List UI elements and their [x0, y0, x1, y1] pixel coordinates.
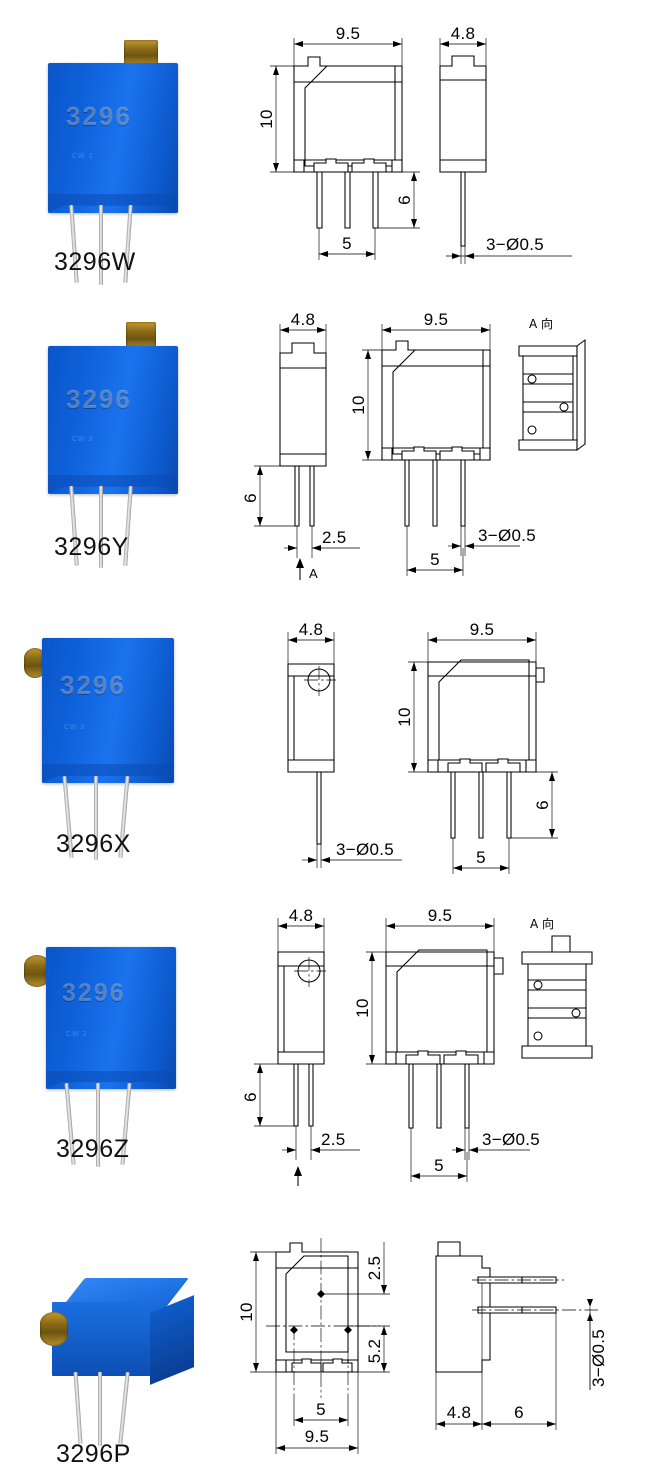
dim-depth-4-8: 4.8 [291, 310, 316, 329]
lead-pin [98, 1372, 102, 1446]
dim-height-10: 10 [237, 1302, 256, 1322]
dim-width-9-5: 9.5 [336, 24, 361, 43]
dim-height-10: 10 [395, 707, 414, 727]
dim-lead-length-6: 6 [241, 1092, 260, 1102]
lead-pin [96, 1083, 100, 1167]
dim-pitch-5: 5 [342, 234, 352, 253]
lead-pin [99, 486, 103, 568]
drawing-3296z-a-direction-view: A 向 [508, 910, 618, 1090]
dim-height-10: 10 [257, 109, 276, 129]
dim-pitch-5: 5 [476, 848, 486, 867]
dim-pitch-5: 5 [316, 1400, 326, 1419]
dim-width-9-5: 9.5 [424, 310, 449, 329]
drawing-3296x-front-view: 9.5 10 6 5 [395, 612, 600, 882]
variant-label: 3296W [54, 248, 136, 276]
dim-width-9-5: 9.5 [428, 906, 453, 925]
variant-row-3296p: 3296P 10 [0, 1190, 650, 1475]
potentiometer-body: 3296 CW 2 [46, 947, 176, 1089]
dim-depth-4-8: 4.8 [447, 1403, 472, 1422]
dim-lead-length-6: 6 [533, 800, 552, 810]
drawing-3296p-front-view: 10 2.5 5.2 5 9.5 [230, 1230, 430, 1465]
dim-lead-length-6: 6 [241, 493, 260, 503]
a-direction-title: A 向 [530, 916, 554, 931]
drawing-3296w-side-view: 4.8 3−Ø0.5 [420, 24, 620, 268]
drawing-3296z-front-view: 9.5 10 3−Ø0.5 [353, 904, 540, 1189]
lead-pin [73, 1371, 83, 1445]
dim-pitch-5: 5 [430, 550, 440, 569]
body-marking: 3296 [66, 384, 132, 414]
potentiometer-body: 3296 CW 2 [42, 638, 174, 783]
body-submarking: CW 2 [72, 153, 94, 160]
dim-lead-dia-note: 3−Ø0.5 [336, 840, 394, 859]
body-marking: 3296 [60, 670, 126, 700]
drawing-3296p-side-view: 3−Ø0.5 4.8 6 [418, 1230, 643, 1465]
lead-pin [118, 1371, 130, 1445]
body-submarking: CW 2 [66, 1031, 88, 1038]
lead-pin [94, 776, 98, 860]
dim-depth-4-8: 4.8 [299, 620, 324, 639]
body-marking: 3296 [66, 101, 132, 131]
variant-row-3296y: 3296 CW 2 3296Y 4.8 6 [0, 290, 650, 590]
product-photo-3296w: 3296 CW 2 [34, 35, 194, 285]
variant-label: 3296Z [56, 1135, 130, 1163]
dim-5-2: 5.2 [365, 1339, 384, 1364]
dim-lead-dia-note: 3−Ø0.5 [486, 235, 544, 254]
variant-label: 3296X [56, 830, 131, 858]
dim-lead-dia-note: 3−Ø0.5 [589, 1329, 608, 1387]
body-submarking: CW 2 [72, 436, 94, 443]
adjust-screw [40, 1312, 68, 1346]
dim-lead-length-6: 6 [395, 195, 414, 205]
drawing-3296w-front-view: 9.5 10 6 [248, 24, 438, 268]
variant-label: 3296Y [54, 533, 129, 561]
dim-pitch-5: 5 [434, 1156, 444, 1175]
potentiometer-body: 3296 CW 2 [48, 63, 178, 213]
dim-depth-4-8: 4.8 [289, 906, 314, 925]
drawing-3296y-front-view: 9.5 10 3−Ø0.5 [349, 308, 536, 583]
dim-lead-dia-note: 3−Ø0.5 [482, 1130, 540, 1149]
drawing-3296z-side-view: 4.8 6 2.5 [240, 904, 380, 1189]
drawing-3296y-a-direction-view: A 向 [505, 312, 615, 492]
variant-label: 3296P [56, 1440, 131, 1468]
adjust-screw [124, 40, 158, 66]
view-arrow-label-a: A [309, 566, 318, 581]
dim-width-9-5: 9.5 [470, 620, 495, 639]
product-photo-3296y: 3296 CW 2 [34, 318, 194, 568]
dim-lead-length-6: 6 [514, 1403, 524, 1422]
variant-row-3296x: 3296 CW 2 3296X 4.8 3−Ø0.5 [0, 590, 650, 890]
dim-2-5: 2.5 [365, 1256, 384, 1281]
dim-width-9-5: 9.5 [305, 1427, 330, 1446]
product-photo-3296z: 3296 CW 2 [24, 925, 194, 1175]
lead-pin [99, 205, 103, 285]
dim-pitch-2-5: 2.5 [321, 1130, 346, 1149]
a-direction-title: A 向 [529, 316, 553, 331]
dim-depth-4-8: 4.8 [451, 24, 476, 43]
variant-row-3296w: 3296 CW 2 3296W 9.5 [0, 0, 650, 290]
dim-height-10: 10 [349, 395, 368, 415]
drawing-3296y-side-view: 4.8 6 2.5 A [240, 308, 380, 583]
adjust-screw [24, 648, 46, 678]
body-marking: 3296 [62, 979, 126, 1007]
drawing-3296x-side-view: 4.8 3−Ø0.5 [262, 612, 412, 882]
potentiometer-body: 3296 CW 2 [48, 346, 178, 494]
product-photo-3296p [28, 1260, 208, 1460]
potentiometer-body-front [52, 1302, 152, 1376]
dim-height-10: 10 [353, 998, 372, 1018]
dim-pitch-2-5: 2.5 [322, 528, 347, 547]
product-photo-3296x: 3296 CW 2 [24, 618, 194, 868]
variant-row-3296z: 3296 CW 2 3296Z 4.8 6 [0, 890, 650, 1190]
dim-lead-dia-note: 3−Ø0.5 [478, 526, 536, 545]
body-submarking: CW 2 [64, 724, 86, 731]
